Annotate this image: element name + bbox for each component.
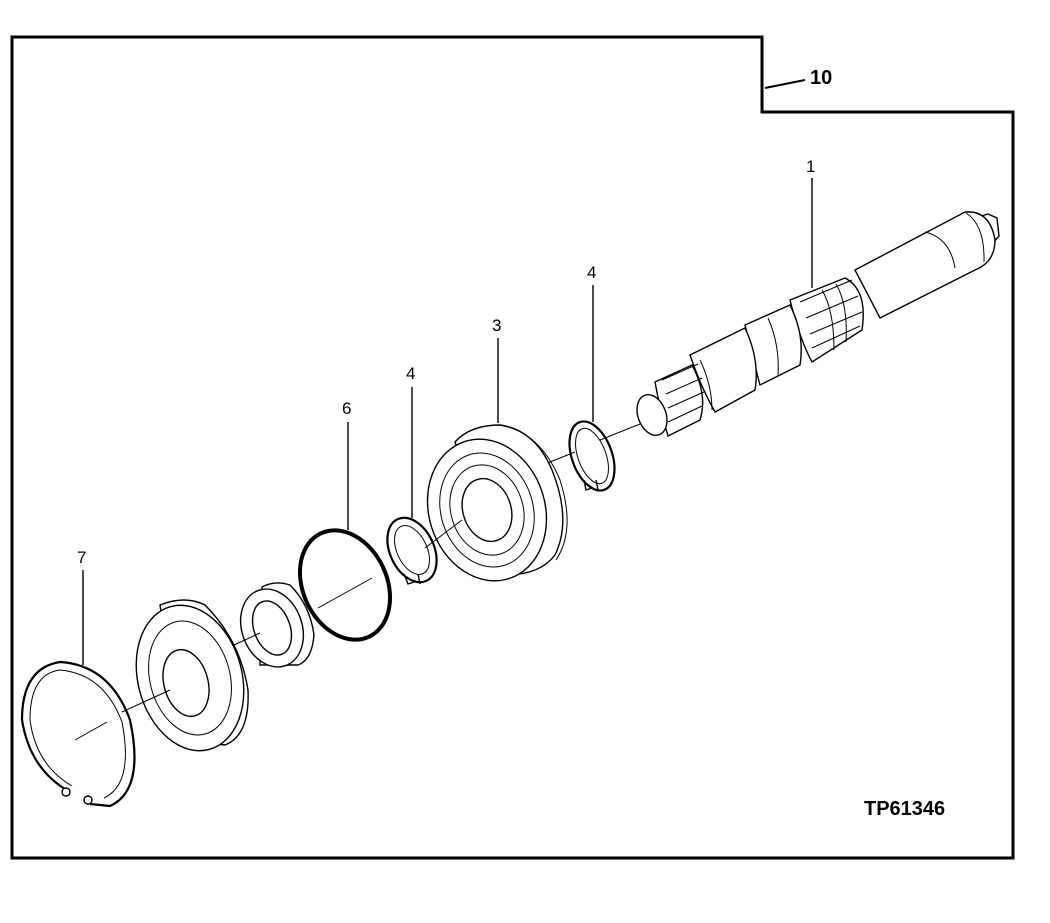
retaining-ring-part xyxy=(20,660,136,808)
snap-ring-center-part xyxy=(386,516,438,585)
callout-6: 6 xyxy=(342,399,351,418)
centerline-a xyxy=(599,423,641,441)
shaft-part xyxy=(636,211,1000,437)
callout-3: 3 xyxy=(492,316,501,335)
diagram-frame xyxy=(10,35,1015,860)
callout-4-center: 4 xyxy=(406,364,415,383)
centerline-c xyxy=(424,519,463,549)
callout-4-right: 4 xyxy=(587,263,596,282)
bearing-part xyxy=(426,424,568,582)
snap-ring-right-part xyxy=(568,420,616,492)
centerline-g xyxy=(74,721,108,741)
centerline-d xyxy=(317,577,373,609)
o-ring-part xyxy=(297,528,393,642)
callout-1: 1 xyxy=(806,157,815,176)
cover-part xyxy=(135,599,249,752)
callout-7: 7 xyxy=(77,548,86,567)
centerline-f xyxy=(121,689,171,713)
seal-part xyxy=(239,582,315,668)
figure-number-leader xyxy=(764,79,806,89)
figure-number: 10 xyxy=(810,67,832,89)
centerline-e xyxy=(233,632,261,646)
figure-id: TP61346 xyxy=(864,798,945,820)
